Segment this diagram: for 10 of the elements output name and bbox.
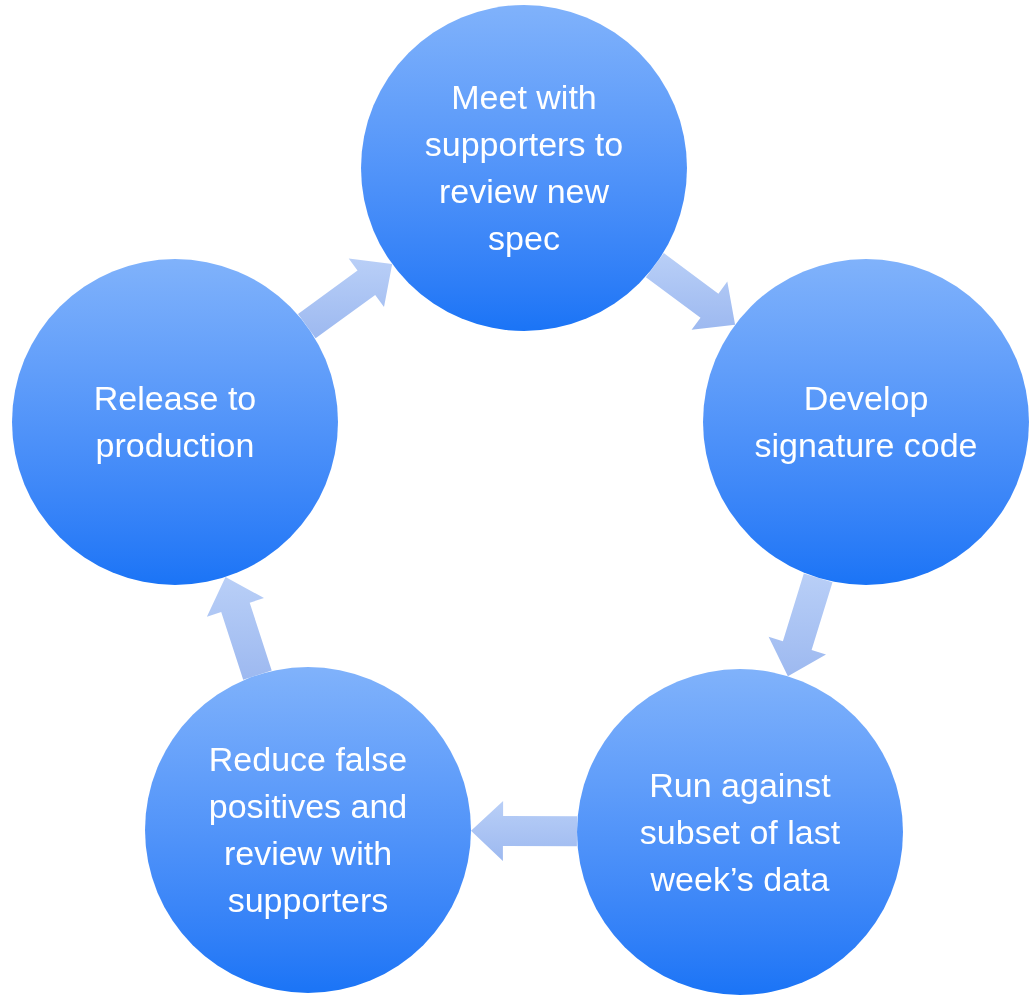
block-arrow bbox=[298, 258, 393, 339]
step-text: Reduce false positives and review with supporters bbox=[207, 739, 409, 921]
step-text: Run against subset of last week’s data bbox=[638, 764, 842, 900]
block-arrow bbox=[471, 800, 578, 861]
block-arrow bbox=[206, 577, 272, 680]
block-arrow bbox=[768, 573, 833, 677]
step-text: Develop signature code bbox=[753, 378, 979, 466]
block-arrow bbox=[645, 253, 736, 330]
step-text: Release to production bbox=[92, 378, 258, 466]
step-text: Meet with supporters to review new spec bbox=[423, 77, 625, 259]
